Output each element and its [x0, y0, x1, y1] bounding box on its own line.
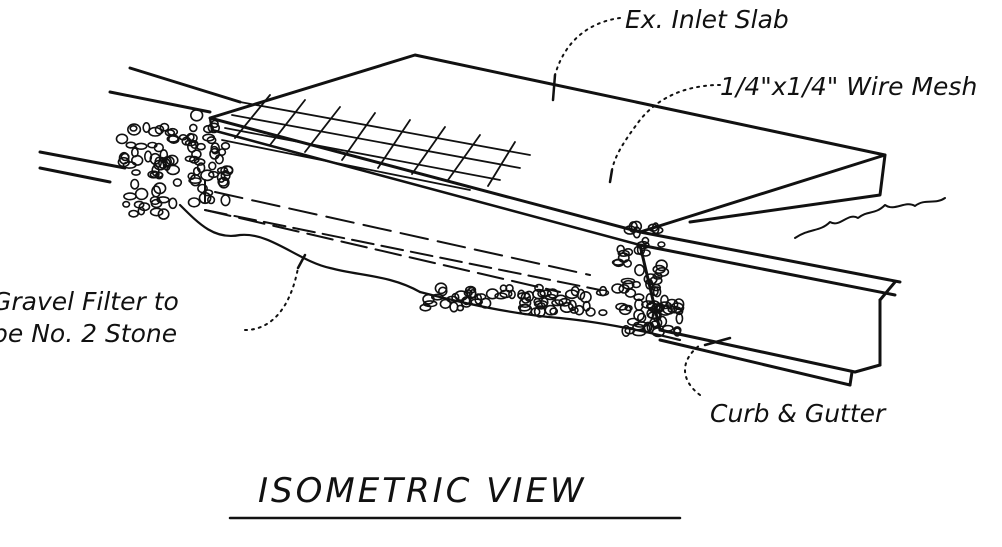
leader-lines — [244, 17, 721, 396]
label-curb-gutter: Curb & Gutter — [710, 399, 887, 428]
label-inlet-slab: Ex. Inlet Slab — [625, 5, 789, 34]
inlet-box-hidden-lines — [204, 179, 601, 293]
ground-profile — [178, 203, 682, 342]
label-gravel-filter-line2: be No. 2 Stone — [0, 319, 177, 348]
roadway-lines — [38, 66, 242, 184]
gravel-filter-stones — [115, 109, 685, 338]
label-wire-mesh: 1/4"x1/4" Wire Mesh — [720, 72, 977, 101]
leader-arrowheads — [296, 73, 732, 347]
diagram-title: ISOMETRIC VIEW — [258, 471, 587, 511]
grass-line — [794, 197, 946, 239]
wire-mesh-grid — [221, 94, 531, 191]
curb-and-gutter — [638, 153, 902, 387]
label-gravel-filter-line1: Gravel Filter to — [0, 287, 179, 316]
